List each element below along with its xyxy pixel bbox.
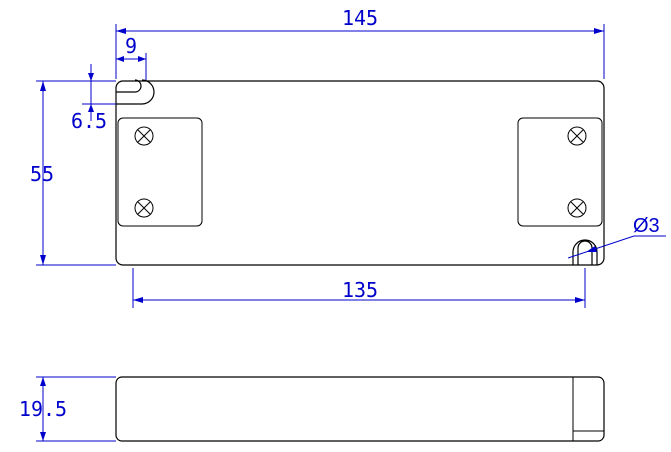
side-view — [115, 376, 605, 442]
top-view — [115, 79, 605, 266]
screw-top-right — [567, 126, 587, 146]
left-terminal-cover — [117, 117, 203, 227]
dimension-height-label: 55 — [30, 162, 54, 186]
screw-bottom-left — [134, 198, 154, 218]
screw-top-left — [134, 126, 154, 146]
dimension-thickness: 19.5 — [19, 376, 116, 442]
dimension-hole-spacing: 135 — [132, 268, 586, 308]
left-mounting-slot — [116, 79, 155, 105]
dimension-slot-offset-label: 9 — [125, 34, 137, 58]
dimension-slot-depth-label: 6.5 — [71, 109, 107, 133]
right-mounting-slot — [572, 239, 598, 265]
dimension-hole-spacing-label: 135 — [342, 278, 378, 302]
side-view-body-outline — [115, 376, 605, 442]
dimension-overall-length: 145 — [115, 6, 605, 79]
dimension-overall-length-label: 145 — [342, 6, 378, 30]
dimension-slot-offset: 9 — [116, 34, 147, 80]
dimension-thickness-label: 19.5 — [19, 397, 67, 421]
right-terminal-cover — [517, 117, 603, 227]
dimension-hole-diameter-label: Ø3 — [633, 215, 660, 237]
dimension-height: 55 — [30, 80, 116, 266]
top-view-body-outline — [115, 80, 605, 266]
screw-bottom-right — [567, 198, 587, 218]
dimension-hole-diameter: Ø3 — [567, 215, 666, 259]
dimension-slot-depth: 6.5 — [71, 64, 116, 133]
